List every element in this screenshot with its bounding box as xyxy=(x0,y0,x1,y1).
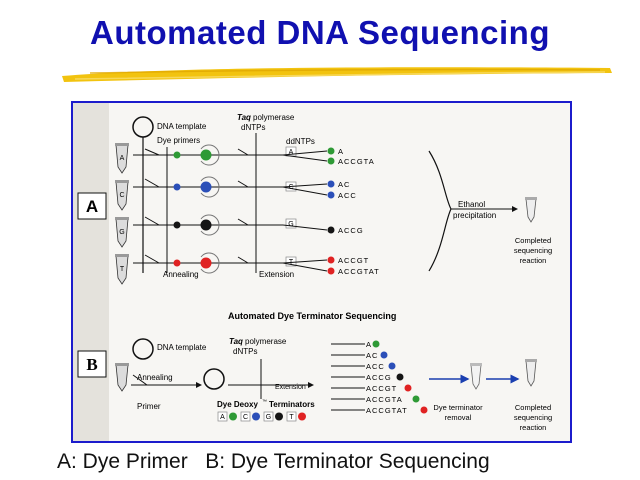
ddntp-box-label: C xyxy=(288,184,293,191)
lane-a xyxy=(133,144,283,166)
product-sequence: ACCGTA xyxy=(338,157,375,166)
product-sequence: ACC xyxy=(366,362,385,371)
ethanol-label: Ethanol xyxy=(458,200,485,209)
tube-label: G xyxy=(119,229,124,236)
taq-label: Taq xyxy=(237,113,251,122)
product-sequence: ACCGT xyxy=(366,384,397,393)
primer-label: Primer xyxy=(137,402,161,411)
ddntps-label: ddNTPs xyxy=(286,137,315,146)
ddntp-box xyxy=(285,256,297,267)
yellow-brush-stroke xyxy=(62,67,612,82)
slide-caption: A: Dye Primer B: Dye Terminator Sequenci… xyxy=(57,450,490,474)
completed-label: Completed xyxy=(515,403,551,412)
product-sequence: ACCGT xyxy=(338,256,369,265)
trademark-mark: ™ xyxy=(262,399,267,405)
product-sequence: ACCGTA xyxy=(366,395,403,404)
removal-label: removal xyxy=(445,413,472,422)
ddntp-box-label: A xyxy=(289,149,294,156)
section-b-title: Automated Dye Terminator Sequencing xyxy=(228,311,396,321)
product-sequence: A xyxy=(338,147,344,156)
tube-icon xyxy=(115,143,129,174)
caption-a: A: Dye Primer xyxy=(57,450,188,473)
product-sequence: ACCGTAT xyxy=(366,406,408,415)
product-sequence: ACCGTAT xyxy=(338,267,380,276)
tube-label: A xyxy=(120,155,125,162)
dntps-label: dNTPs xyxy=(241,123,265,132)
slide-title: Automated DNA Sequencing xyxy=(90,14,550,51)
ddntp-box xyxy=(285,218,297,229)
tube-label: T xyxy=(120,266,125,273)
terminator-box xyxy=(286,411,297,422)
product-sequence: ACCG xyxy=(366,373,392,382)
annealing-label: Annealing xyxy=(163,270,199,279)
dna-template-circle xyxy=(132,116,154,138)
tube-icon xyxy=(115,254,129,285)
dye-deoxy-label: Dye Deoxy xyxy=(217,400,258,409)
product-sequence: ACC xyxy=(338,191,357,200)
completed-label: Completed xyxy=(515,236,551,245)
removal-label: Dye terminator xyxy=(433,403,483,412)
sequencing-figure: A A C G T DNA template Dye primers Taq p… xyxy=(71,101,572,443)
completed-label: sequencing xyxy=(514,413,552,422)
panel-a-label: A xyxy=(86,197,98,216)
terminator-box-label: C xyxy=(243,414,248,421)
terminator-box xyxy=(240,411,251,422)
completed-label: reaction xyxy=(520,256,547,265)
dna-template-label: DNA template xyxy=(157,343,207,352)
caption-b: B: Dye Terminator Sequencing xyxy=(205,450,490,473)
polymerase-label: polymerase xyxy=(253,113,295,122)
empty-tube-icon xyxy=(470,363,482,390)
taq-label: Taq xyxy=(229,337,243,346)
product-sequence: AC xyxy=(338,180,350,189)
completed-label: sequencing xyxy=(514,246,552,255)
tube-icon xyxy=(115,180,129,211)
page-gutter xyxy=(73,103,109,441)
dna-template-label: DNA template xyxy=(157,122,207,131)
panel-b-label: B xyxy=(86,355,97,374)
extension-label: Extension xyxy=(259,270,294,279)
terminator-box-label: G xyxy=(266,414,271,421)
completed-tube-icon xyxy=(525,197,537,223)
precipitation-label: precipitation xyxy=(453,211,496,220)
product-sequence: ACCG xyxy=(338,226,364,235)
merge-bracket xyxy=(428,150,452,272)
product-sequence: A xyxy=(366,340,372,349)
lane-c xyxy=(133,176,283,198)
lane-t xyxy=(133,252,283,274)
terminators-label: Terminators xyxy=(269,400,315,409)
dye-primers-label: Dye primers xyxy=(157,136,200,145)
lane-g xyxy=(133,214,283,236)
terminator-box xyxy=(217,411,228,422)
extension-label: Extension xyxy=(275,384,306,391)
dntps-label: dNTPs xyxy=(233,347,257,356)
tube-icon xyxy=(115,217,129,248)
annealing-label: Annealing xyxy=(137,373,173,382)
terminator-box-label: A xyxy=(220,414,225,421)
terminator-box-label: T xyxy=(289,414,294,421)
panel-a-box xyxy=(77,192,107,220)
tube-icon xyxy=(115,363,129,392)
product-sequence: AC xyxy=(366,351,378,360)
tube-label: C xyxy=(119,192,124,199)
terminator-box xyxy=(263,411,274,422)
polymerase-label: polymerase xyxy=(245,337,287,346)
panel-b-box xyxy=(77,350,107,378)
completed-label: reaction xyxy=(520,423,547,432)
completed-tube-icon xyxy=(525,359,537,387)
dna-template-circle xyxy=(132,338,154,360)
annealed-template-circle xyxy=(203,368,225,390)
ddntp-box-label: G xyxy=(288,221,293,228)
